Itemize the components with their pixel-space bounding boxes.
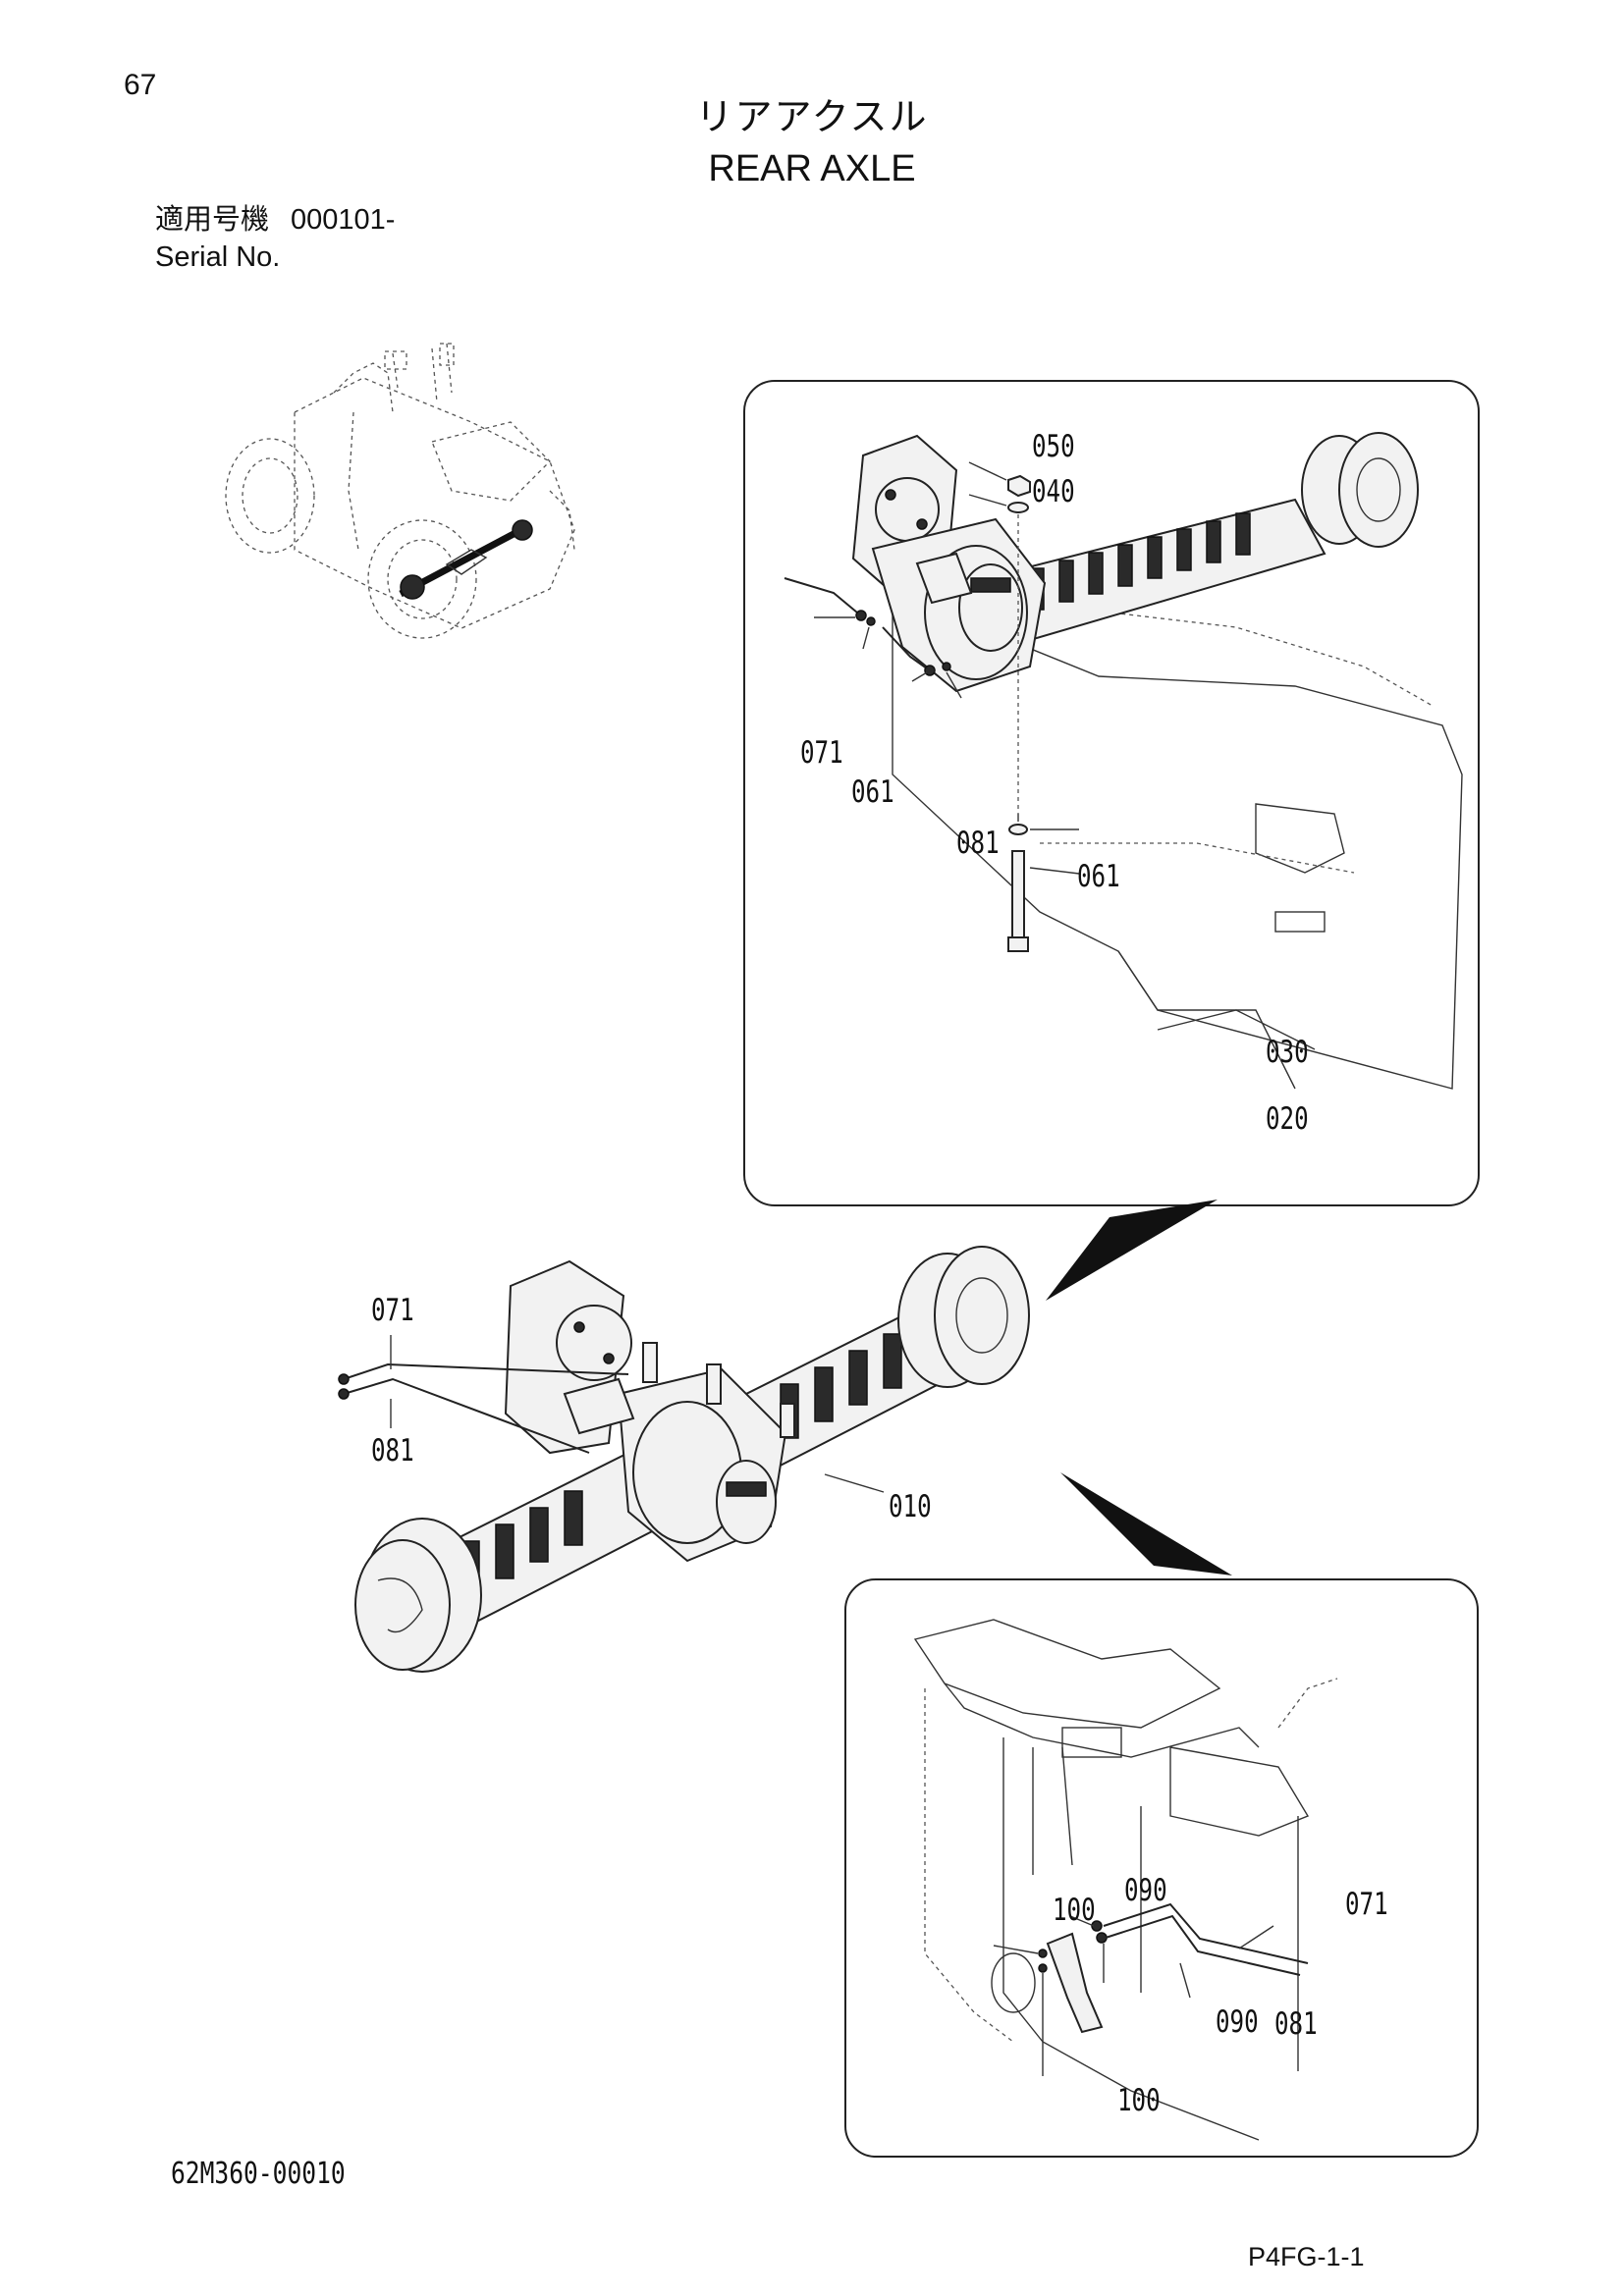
- page-reference: P4FG-1-1: [1248, 2242, 1365, 2271]
- callout-bottom-100-bottom: 100: [1117, 2083, 1161, 2118]
- callout-main-081: 081: [371, 1433, 414, 1468]
- serial-info: 適用号機 000101- Serial No.: [155, 201, 395, 276]
- callout-050: 050: [1032, 429, 1075, 464]
- serial-value: 000101-: [291, 204, 396, 236]
- callout-071: 071: [800, 735, 843, 771]
- callout-030: 030: [1266, 1035, 1309, 1070]
- page-title-japanese: リアアクスル: [695, 97, 929, 138]
- axle-mount-drawing: [784, 432, 1463, 1090]
- callout-main-010: 010: [889, 1489, 932, 1524]
- pointer-wedge-bottom: [1060, 1472, 1232, 1575]
- detail-inset-hose-fittings: 100 090 071 090 081 100: [844, 1578, 1479, 2158]
- hose-fittings-drawing: [913, 1619, 1338, 2141]
- callout-020: 020: [1266, 1101, 1309, 1137]
- callout-081: 081: [956, 826, 1000, 861]
- detail-inset-axle-mount: 050 040 071 061 081 061 030 020: [743, 380, 1480, 1206]
- drawing-code: 62M360-00010: [171, 2157, 346, 2191]
- serial-label-japanese: 適用号機: [155, 204, 270, 236]
- callout-040: 040: [1032, 474, 1075, 509]
- locator-axle-highlight: [399, 519, 533, 600]
- page-number: 67: [124, 69, 157, 101]
- page-title-english: REAR AXLE: [708, 148, 916, 189]
- callout-bottom-090-top: 090: [1124, 1873, 1167, 1908]
- callout-061-left: 061: [851, 774, 894, 810]
- serial-label-english: Serial No.: [155, 241, 281, 273]
- pointer-wedge-top: [1046, 1200, 1218, 1301]
- callout-main-071: 071: [371, 1293, 414, 1328]
- callout-bottom-100-top: 100: [1053, 1893, 1096, 1928]
- machine-outline: [225, 343, 575, 639]
- callout-061-right: 061: [1077, 859, 1120, 894]
- callout-bottom-081: 081: [1274, 2006, 1318, 2042]
- callout-bottom-090-bottom: 090: [1216, 2004, 1259, 2040]
- callout-bottom-071: 071: [1345, 1887, 1388, 1922]
